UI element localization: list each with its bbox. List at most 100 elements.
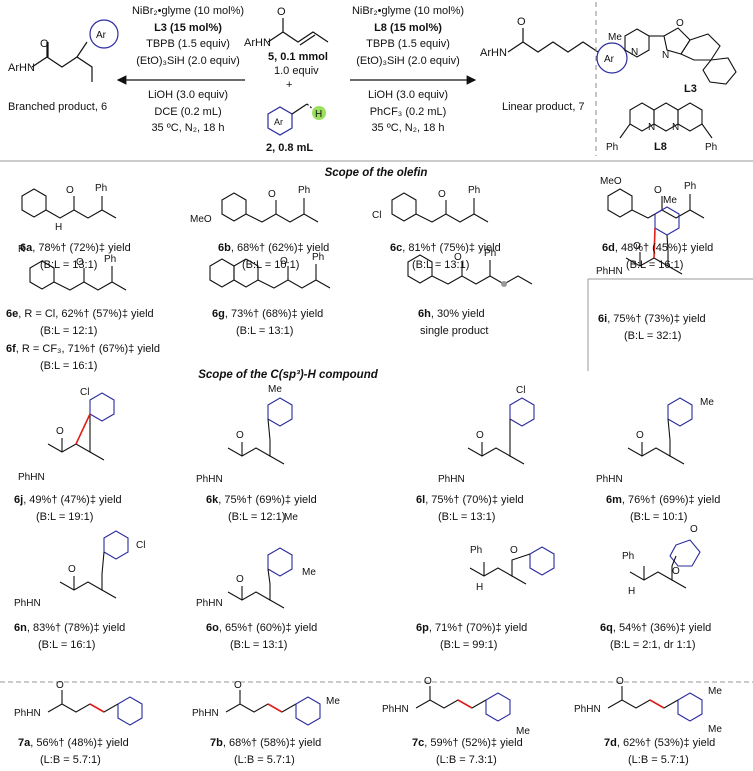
svg-text:PhHN: PhHN	[596, 266, 623, 277]
svg-text:N: N	[631, 47, 638, 58]
svg-text:O: O	[476, 430, 484, 441]
svg-text:Cl: Cl	[372, 210, 381, 221]
svg-text:DCE (0.2 mL): DCE (0.2 mL)	[154, 106, 221, 118]
svg-text:(B:L = 19:1): (B:L = 19:1)	[36, 511, 93, 523]
caption-6o: 6o, 65%† (60%)‡ yield	[206, 622, 317, 634]
svg-text:O: O	[277, 6, 286, 18]
svg-text:NiBr₂•glyme (10 mol%): NiBr₂•glyme (10 mol%)	[352, 5, 464, 17]
svg-text:Ar: Ar	[604, 54, 615, 65]
svg-text:O: O	[56, 680, 64, 691]
svg-text:O: O	[690, 524, 698, 535]
svg-text:PhHN: PhHN	[382, 704, 409, 715]
svg-text:Me: Me	[708, 724, 722, 735]
svg-text:(L:B = 5.7:1): (L:B = 5.7:1)	[234, 754, 295, 766]
caption-6c: 6c, 81%† (75%)‡ yield	[390, 242, 501, 254]
chiral-dot	[501, 281, 507, 287]
structures-row3	[47, 392, 693, 465]
svg-text:(B:L = 10:1): (B:L = 10:1)	[242, 259, 299, 271]
svg-text:Me: Me	[268, 384, 282, 395]
svg-text:+: +	[286, 79, 292, 91]
svg-text:O: O	[636, 430, 644, 441]
svg-text:O: O	[66, 185, 74, 196]
svg-text:Ph: Ph	[298, 185, 310, 196]
svg-text:O: O	[438, 189, 446, 200]
svg-text:O: O	[68, 564, 76, 575]
ligand-l3-structure	[624, 27, 737, 85]
caption-6m: 6m, 76%† (69%)‡ yield	[606, 494, 720, 506]
ligand-l3-label: L3	[684, 83, 697, 95]
branched-product-structure	[31, 19, 119, 82]
svg-text:TBPB (1.5 equiv): TBPB (1.5 equiv)	[366, 38, 450, 50]
svg-text:O: O	[424, 676, 432, 687]
svg-text:PhHN: PhHN	[14, 598, 41, 609]
caption-6i: 6i, 75%† (73%)‡ yield	[598, 313, 706, 325]
svg-text:single product: single product	[420, 325, 489, 337]
svg-text:O: O	[616, 676, 624, 687]
svg-text:O: O	[517, 16, 526, 28]
svg-text:O: O	[454, 252, 462, 263]
svg-text:PhHN: PhHN	[196, 474, 223, 485]
caption-6k: 6k, 75%† (69%)‡ yield	[206, 494, 317, 506]
header: O ArHN Ar Branched product, 6 NiBr₂•glym…	[8, 2, 737, 156]
svg-text:(L:B = 7.3:1): (L:B = 7.3:1)	[436, 754, 497, 766]
svg-text:H: H	[628, 586, 635, 597]
svg-text:N: N	[648, 122, 655, 133]
caption-6b: 6b, 68%† (62%)‡ yield	[218, 242, 329, 254]
reagent5-equiv: 1.0 equiv	[274, 65, 319, 77]
svg-text:Ph: Ph	[606, 142, 618, 153]
row1-labels: Ph H O MeO Ph O Cl Ph O MeO Ph O	[55, 176, 696, 233]
svg-text:MeO: MeO	[190, 214, 212, 225]
row4-labels: Cl PhHN O Me Me PhHN O Ph H O Ph H O O	[14, 512, 698, 609]
svg-text:(B:L = 12:1): (B:L = 12:1)	[228, 511, 285, 523]
svg-text:Me: Me	[284, 512, 298, 523]
svg-text:Ph: Ph	[470, 545, 482, 556]
caption-6j: 6j, 49%† (47%)‡ yield	[14, 494, 122, 506]
svg-text:N: N	[672, 122, 679, 133]
caption-6f: 6f, R = CF₃, 71%† (67%)‡ yield	[6, 343, 160, 355]
svg-text:35 ºC, N₂, 18 h: 35 ºC, N₂, 18 h	[151, 122, 224, 134]
linear-product-structure	[507, 28, 628, 74]
svg-text:(B:L = 12:1): (B:L = 12:1)	[40, 325, 97, 337]
svg-text:Me: Me	[326, 696, 340, 707]
svg-text:TBPB (1.5 equiv): TBPB (1.5 equiv)	[146, 38, 230, 50]
svg-text:PhCF₃ (0.2 mL): PhCF₃ (0.2 mL)	[370, 106, 447, 118]
svg-text:MeO: MeO	[600, 176, 622, 187]
captions: 6a, 78%† (72%)‡ yield (B:L = 13:1) 6b, 6…	[6, 242, 720, 766]
svg-text:35 ºC, N₂, 18 h: 35 ºC, N₂, 18 h	[371, 122, 444, 134]
svg-text:O: O	[76, 257, 84, 268]
svg-text:(EtO)₃SiH (2.0 equiv): (EtO)₃SiH (2.0 equiv)	[356, 55, 460, 67]
svg-text:(B:L = 13:1): (B:L = 13:1)	[40, 259, 97, 271]
svg-text:Cl: Cl	[136, 540, 145, 551]
caption-6d: 6d, 48%† (45%)‡ yield	[602, 242, 713, 254]
svg-text:(B:L = 10:1): (B:L = 10:1)	[630, 511, 687, 523]
structures-row1	[21, 188, 705, 223]
caption-7c: 7c, 59%† (52%)‡ yield	[412, 737, 523, 749]
caption-7a: 7a, 56%† (48%)‡ yield	[18, 737, 129, 749]
svg-text:PhHN: PhHN	[18, 472, 45, 483]
reagent5-label: 5, 0.1 mmol	[268, 51, 328, 63]
svg-text:PhHN: PhHN	[574, 704, 601, 715]
row5-labels: PhHN O PhHN O Me PhHN O Me PhHN O Me Me	[14, 676, 722, 737]
structures-row2	[29, 206, 683, 291]
left-conditions: NiBr₂•glyme (10 mol%) L3 (15 mol%) TBPB …	[132, 5, 244, 134]
arhn-label: ArHN	[8, 62, 35, 74]
branched-label: Branched product, 6	[8, 101, 107, 113]
svg-text:Ph: Ph	[312, 252, 324, 263]
svg-text:O: O	[672, 566, 680, 577]
svg-text:L8 (15 mol%): L8 (15 mol%)	[374, 22, 442, 34]
caption-6a: 6a, 78%† (72%)‡ yield	[20, 242, 131, 254]
svg-text:ArHN: ArHN	[244, 37, 271, 49]
section-olefin-title: Scope of the olefin	[325, 167, 428, 179]
svg-text:Cl: Cl	[80, 387, 89, 398]
caption-6q: 6q, 54%† (36%)‡ yield	[600, 622, 711, 634]
svg-text:PhHN: PhHN	[14, 708, 41, 719]
reagent2-label: 2, 0.8 mL	[266, 142, 313, 154]
caption-6e: 6e, R = Cl, 62%† (57%)‡ yield	[6, 308, 154, 320]
svg-text:Ph: Ph	[705, 142, 717, 153]
caption-6l: 6l, 75%† (70%)‡ yield	[416, 494, 524, 506]
row3-labels: Cl PhHN O Me PhHN O Cl PhHN O Me PhHN O	[18, 384, 714, 485]
svg-text:(B:L = 32:1): (B:L = 32:1)	[624, 330, 681, 342]
svg-text:Me: Me	[302, 567, 316, 578]
svg-text:N: N	[662, 50, 669, 61]
